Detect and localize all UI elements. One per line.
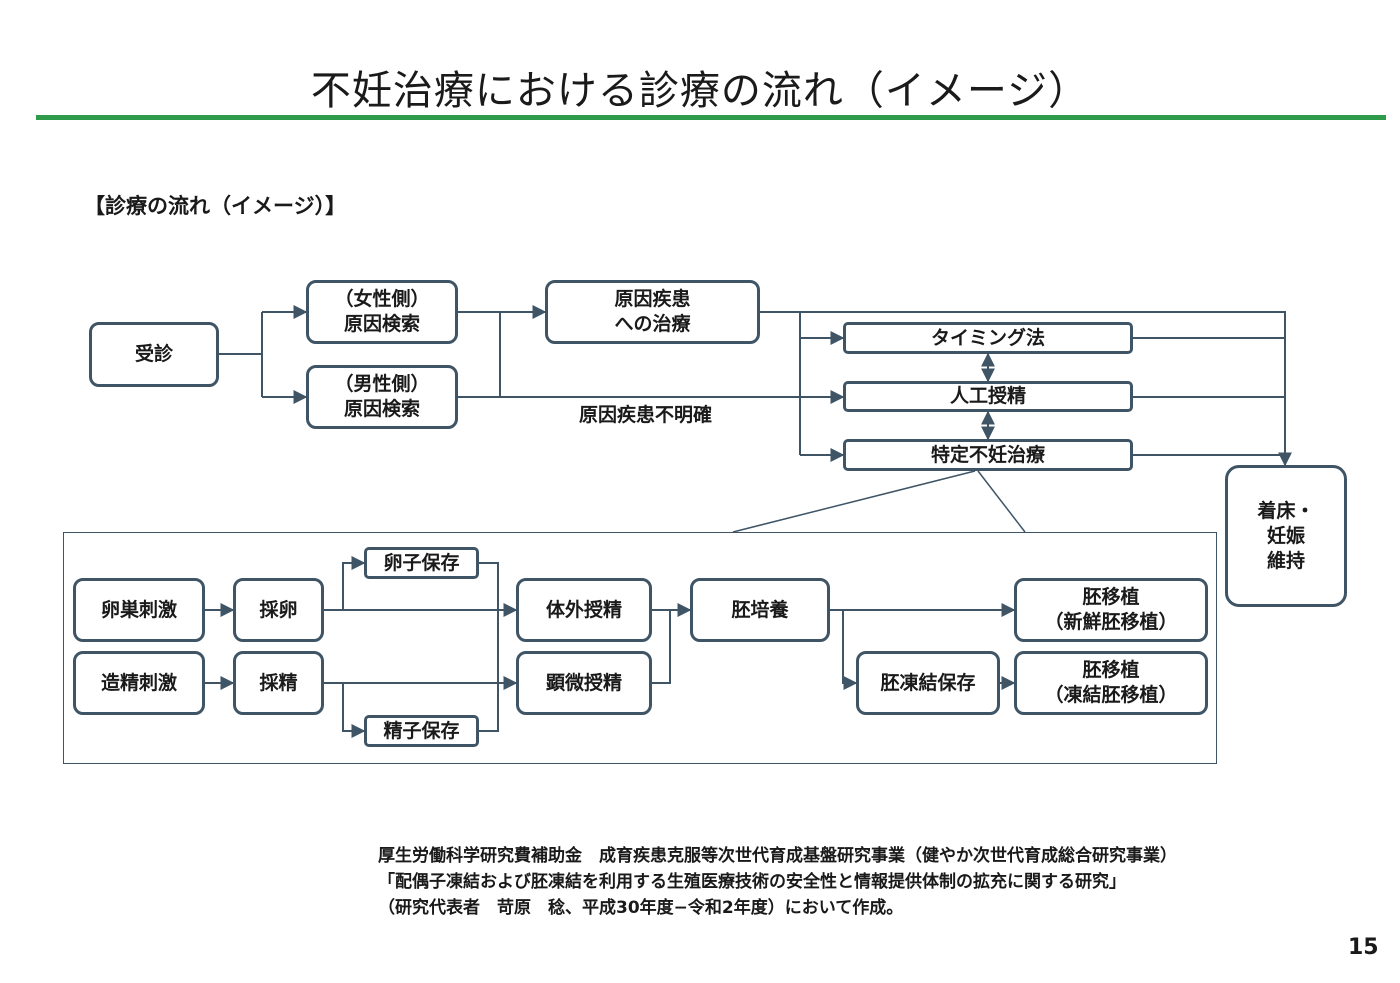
node-visit: 受診 [89,322,219,387]
zoom-line-left [732,470,976,533]
node-ai: 人工授精 [843,381,1133,412]
label-unknown-cause: 原因疾患不明確 [579,404,713,426]
node-female-exam: （女性側） 原因検索 [306,280,458,344]
node-fresh-transfer: 胚移植 （新鮮胚移植） [1014,578,1208,642]
art-detail-frame [63,532,1217,764]
zoom-line-right [977,470,1026,533]
edge-icsi-out [652,610,671,684]
edge-egg-storage-out [479,562,499,683]
edge-exam-merge [458,311,501,398]
node-implantation: 着床・ 妊娠 維持 [1225,465,1347,607]
node-art: 特定不妊治療 [843,439,1133,471]
node-egg-retrieval: 採卵 [233,578,324,642]
page-title: 不妊治療における診療の流れ（イメージ） [310,68,1090,114]
node-sperm-storage: 精子保存 [364,715,479,747]
node-embryo-freeze: 胚凍結保存 [856,651,1000,715]
edge-egg-storage-branch [342,556,366,610]
section-heading: 【診療の流れ（イメージ）】 [84,194,347,218]
edge-sperm-storage-branch [342,683,366,738]
node-sperm-stim: 造精刺激 [73,651,205,715]
page-number: 15 [1348,935,1379,960]
node-cause-treatment: 原因疾患 への治療 [545,280,760,344]
edge-culture-to-freeze [842,610,858,690]
node-timing: タイミング法 [843,322,1133,354]
edge-visit-split [219,312,263,397]
node-ivf: 体外授精 [516,578,652,642]
node-egg-storage: 卵子保存 [364,547,479,579]
node-icsi: 顕微授精 [516,651,652,715]
title-divider [36,115,1386,120]
node-frozen-transfer: 胚移植 （凍結胚移植） [1014,651,1208,715]
node-sperm-retrieval: 採精 [233,651,324,715]
node-ovarian-stim: 卵巣刺激 [73,578,205,642]
node-embryo-culture: 胚培養 [690,578,830,642]
edge-cause-out [760,311,1292,467]
edge-sperm-storage-out [479,683,499,732]
source-note: 厚生労働科学研究費補助金 成育疾患克服等次世代育成基盤研究事業（健やか次世代育成… [378,846,1177,918]
node-male-exam: （男性側） 原因検索 [306,365,458,429]
